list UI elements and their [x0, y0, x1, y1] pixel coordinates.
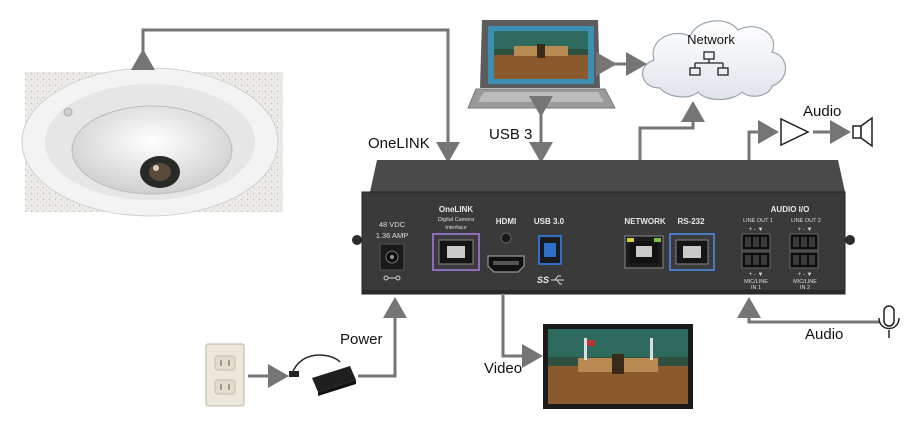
- device-usb-label: USB 3.0: [534, 217, 565, 226]
- device-line-out-2-pins: + - ▼: [798, 227, 813, 233]
- power-jack: [379, 243, 405, 271]
- mic-line-in-2-connector: [789, 251, 819, 269]
- laptop-image: [467, 20, 616, 109]
- amplifier-icon: [780, 117, 810, 147]
- device-audio-io-label: AUDIO I/O: [771, 205, 810, 214]
- line-out-2-connector: [789, 233, 819, 251]
- device-line-out-1: LINE OUT 1: [743, 218, 773, 224]
- video-connector: [501, 295, 543, 368]
- network-cloud: [642, 20, 787, 101]
- onelink-label: OneLINK: [368, 135, 430, 152]
- audio-in-label: Audio: [805, 326, 843, 343]
- rs232-port: [669, 233, 715, 271]
- ceiling-camera-image: [21, 67, 283, 217]
- audio-out-connector: [747, 120, 779, 160]
- device-line-out-1-pins: + - ▼: [749, 227, 764, 233]
- usb3-label: USB 3: [489, 126, 532, 143]
- device-mic-line-1: MIC/LINE: [744, 279, 768, 285]
- device-network-label: NETWORK: [624, 217, 666, 226]
- device-onelink-title: OneLINK: [439, 205, 473, 214]
- device-mic-line-2: MIC/LINE: [793, 279, 817, 285]
- device-in-1: IN 1: [751, 285, 761, 291]
- device-hdmi-label: HDMI: [496, 217, 516, 226]
- power-label: Power: [340, 331, 383, 348]
- wall-outlet-image: [205, 343, 245, 407]
- audio-in-connector: [737, 297, 880, 324]
- onelink-bridge-device: [352, 160, 855, 295]
- power-adapter-image: [289, 354, 356, 396]
- hdmi-screw: [500, 232, 512, 244]
- hdmi-port: [487, 255, 525, 273]
- network-port: [624, 235, 664, 269]
- line-out-1-connector: [741, 233, 771, 251]
- mic-line-in-1-connector: [741, 251, 771, 269]
- network-device-connector: [628, 101, 705, 178]
- microphone-icon: [878, 305, 900, 338]
- device-mic-line-in-1-pins: + - ▼: [749, 272, 764, 278]
- connector-lines: [131, 28, 880, 388]
- onelink-connector: [131, 28, 460, 163]
- device-in-2: IN 2: [800, 285, 810, 291]
- video-label: Video: [484, 360, 522, 377]
- device-onelink-sub2: Interface: [445, 225, 466, 231]
- display-monitor-image: [543, 324, 693, 409]
- onelink-port: [432, 233, 480, 271]
- network-label: Network: [687, 32, 735, 47]
- polarity-icon: [383, 275, 401, 281]
- network-topology-icon: [689, 51, 729, 76]
- speaker-icon: [852, 116, 873, 148]
- device-rs232-label: RS-232: [677, 217, 705, 226]
- usb3-port: [538, 235, 562, 265]
- device-power-current: 1.36 AMP: [376, 231, 409, 240]
- device-line-out-2: LINE OUT 2: [791, 218, 821, 224]
- power-connector: [358, 297, 407, 378]
- device-ss-logo: SS: [537, 275, 549, 285]
- usb-trident-icon: [551, 275, 564, 285]
- audio-out-label: Audio: [803, 103, 841, 120]
- device-mic-line-in-2-pins: + - ▼: [798, 272, 813, 278]
- device-onelink-sub1: Digital Camera: [438, 217, 475, 223]
- device-power-voltage: 48 VDC: [379, 220, 406, 229]
